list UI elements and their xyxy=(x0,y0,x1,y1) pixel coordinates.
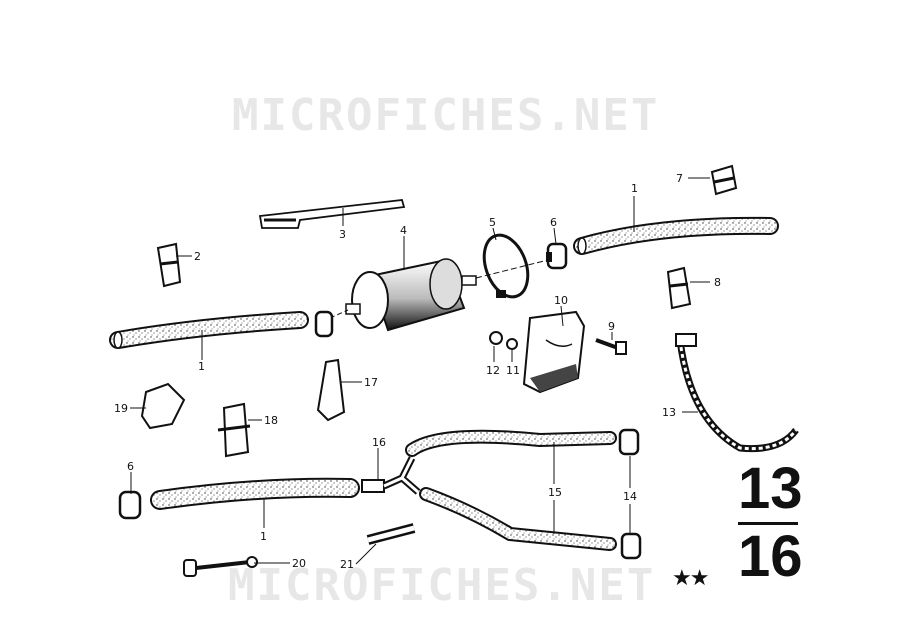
callout-21: 21 xyxy=(340,558,354,571)
part-14-clamp-lower xyxy=(620,532,642,560)
part-1-hose-upper xyxy=(573,216,779,255)
callout-14: 14 xyxy=(623,490,637,503)
callout-11: 11 xyxy=(506,364,520,377)
part-8-clip xyxy=(666,266,692,310)
part-20-fitting xyxy=(183,556,258,577)
part-1-hose-lower xyxy=(150,477,360,510)
part-3-strap xyxy=(258,199,406,229)
part-13-band-clamp xyxy=(675,333,799,453)
part-4-fuel-filter xyxy=(329,258,549,332)
part-5-ring xyxy=(482,233,530,299)
callout-5: 5 xyxy=(489,216,496,229)
page-number-bottom: 16 xyxy=(738,524,803,589)
callout-1-left: 1 xyxy=(198,360,205,373)
part-15-hose-lower xyxy=(419,487,617,551)
part-11-washer xyxy=(506,338,518,350)
callout-17: 17 xyxy=(364,376,378,389)
part-21-connector xyxy=(366,523,416,545)
callout-10: 10 xyxy=(554,294,568,307)
part-7-clip xyxy=(710,164,738,196)
part-16-t-connector xyxy=(361,456,421,495)
leader-lines xyxy=(130,177,710,565)
callout-8: 8 xyxy=(714,276,721,289)
callout-6-lower: 6 xyxy=(127,460,134,473)
callout-13: 13 xyxy=(662,406,676,419)
callout-7: 7 xyxy=(676,172,683,185)
page-number-divider xyxy=(738,522,798,525)
part-19-holder xyxy=(140,382,186,430)
callout-1-lower: 1 xyxy=(260,530,267,543)
part-9-bolt xyxy=(595,338,627,355)
part-6-clamp-filter xyxy=(314,310,334,338)
callout-9: 9 xyxy=(608,320,615,333)
part-6-clamp-upper xyxy=(546,242,568,270)
callout-19: 19 xyxy=(114,402,128,415)
part-2-clip xyxy=(156,242,182,288)
part-18-clip xyxy=(217,402,251,458)
callout-20: 20 xyxy=(292,557,306,570)
part-17-clip xyxy=(316,358,346,422)
part-10-bracket xyxy=(522,310,586,394)
callout-12: 12 xyxy=(486,364,500,377)
part-14-clamp-upper xyxy=(618,428,640,456)
callout-3: 3 xyxy=(339,228,346,241)
page-number-top: 13 xyxy=(738,456,803,521)
callout-15: 15 xyxy=(548,486,562,499)
watermark-top: MICROFICHES.NET xyxy=(232,90,660,141)
callout-6-upper: 6 xyxy=(550,216,557,229)
star-marks: ★★ xyxy=(672,566,709,591)
part-1-hose-left xyxy=(109,311,309,349)
callout-2: 2 xyxy=(194,250,201,263)
callout-18: 18 xyxy=(264,414,278,427)
part-15-hose-upper xyxy=(405,429,617,457)
callout-1-upper: 1 xyxy=(631,182,638,195)
callout-16: 16 xyxy=(372,436,386,449)
part-6-clamp-lower xyxy=(118,490,142,520)
watermark-bottom: MICROFICHES.NET xyxy=(228,560,656,611)
callout-4: 4 xyxy=(400,224,407,237)
part-12-nut xyxy=(489,331,503,345)
